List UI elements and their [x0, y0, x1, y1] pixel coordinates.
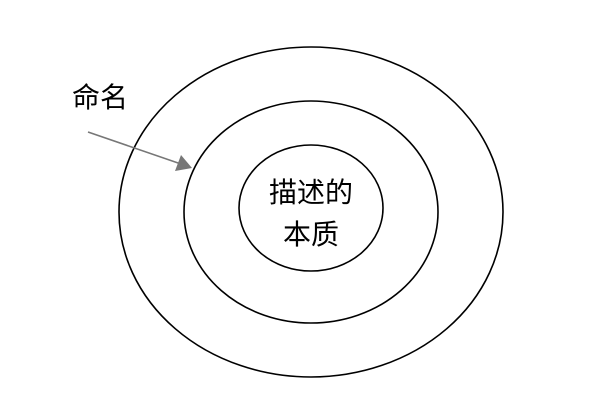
naming-label: 命名 — [72, 81, 129, 114]
essence-label-line-1: 描述的 — [268, 176, 353, 209]
pointer-arrow-line — [87, 131, 182, 165]
outer-ring — [118, 46, 504, 378]
middle-ring — [183, 100, 439, 324]
pointer-arrow-head — [175, 155, 192, 171]
inner-ring — [238, 144, 384, 272]
essence-label-line-2: 本质 — [282, 218, 339, 251]
essence-label: 描述的 本质 — [236, 172, 386, 256]
